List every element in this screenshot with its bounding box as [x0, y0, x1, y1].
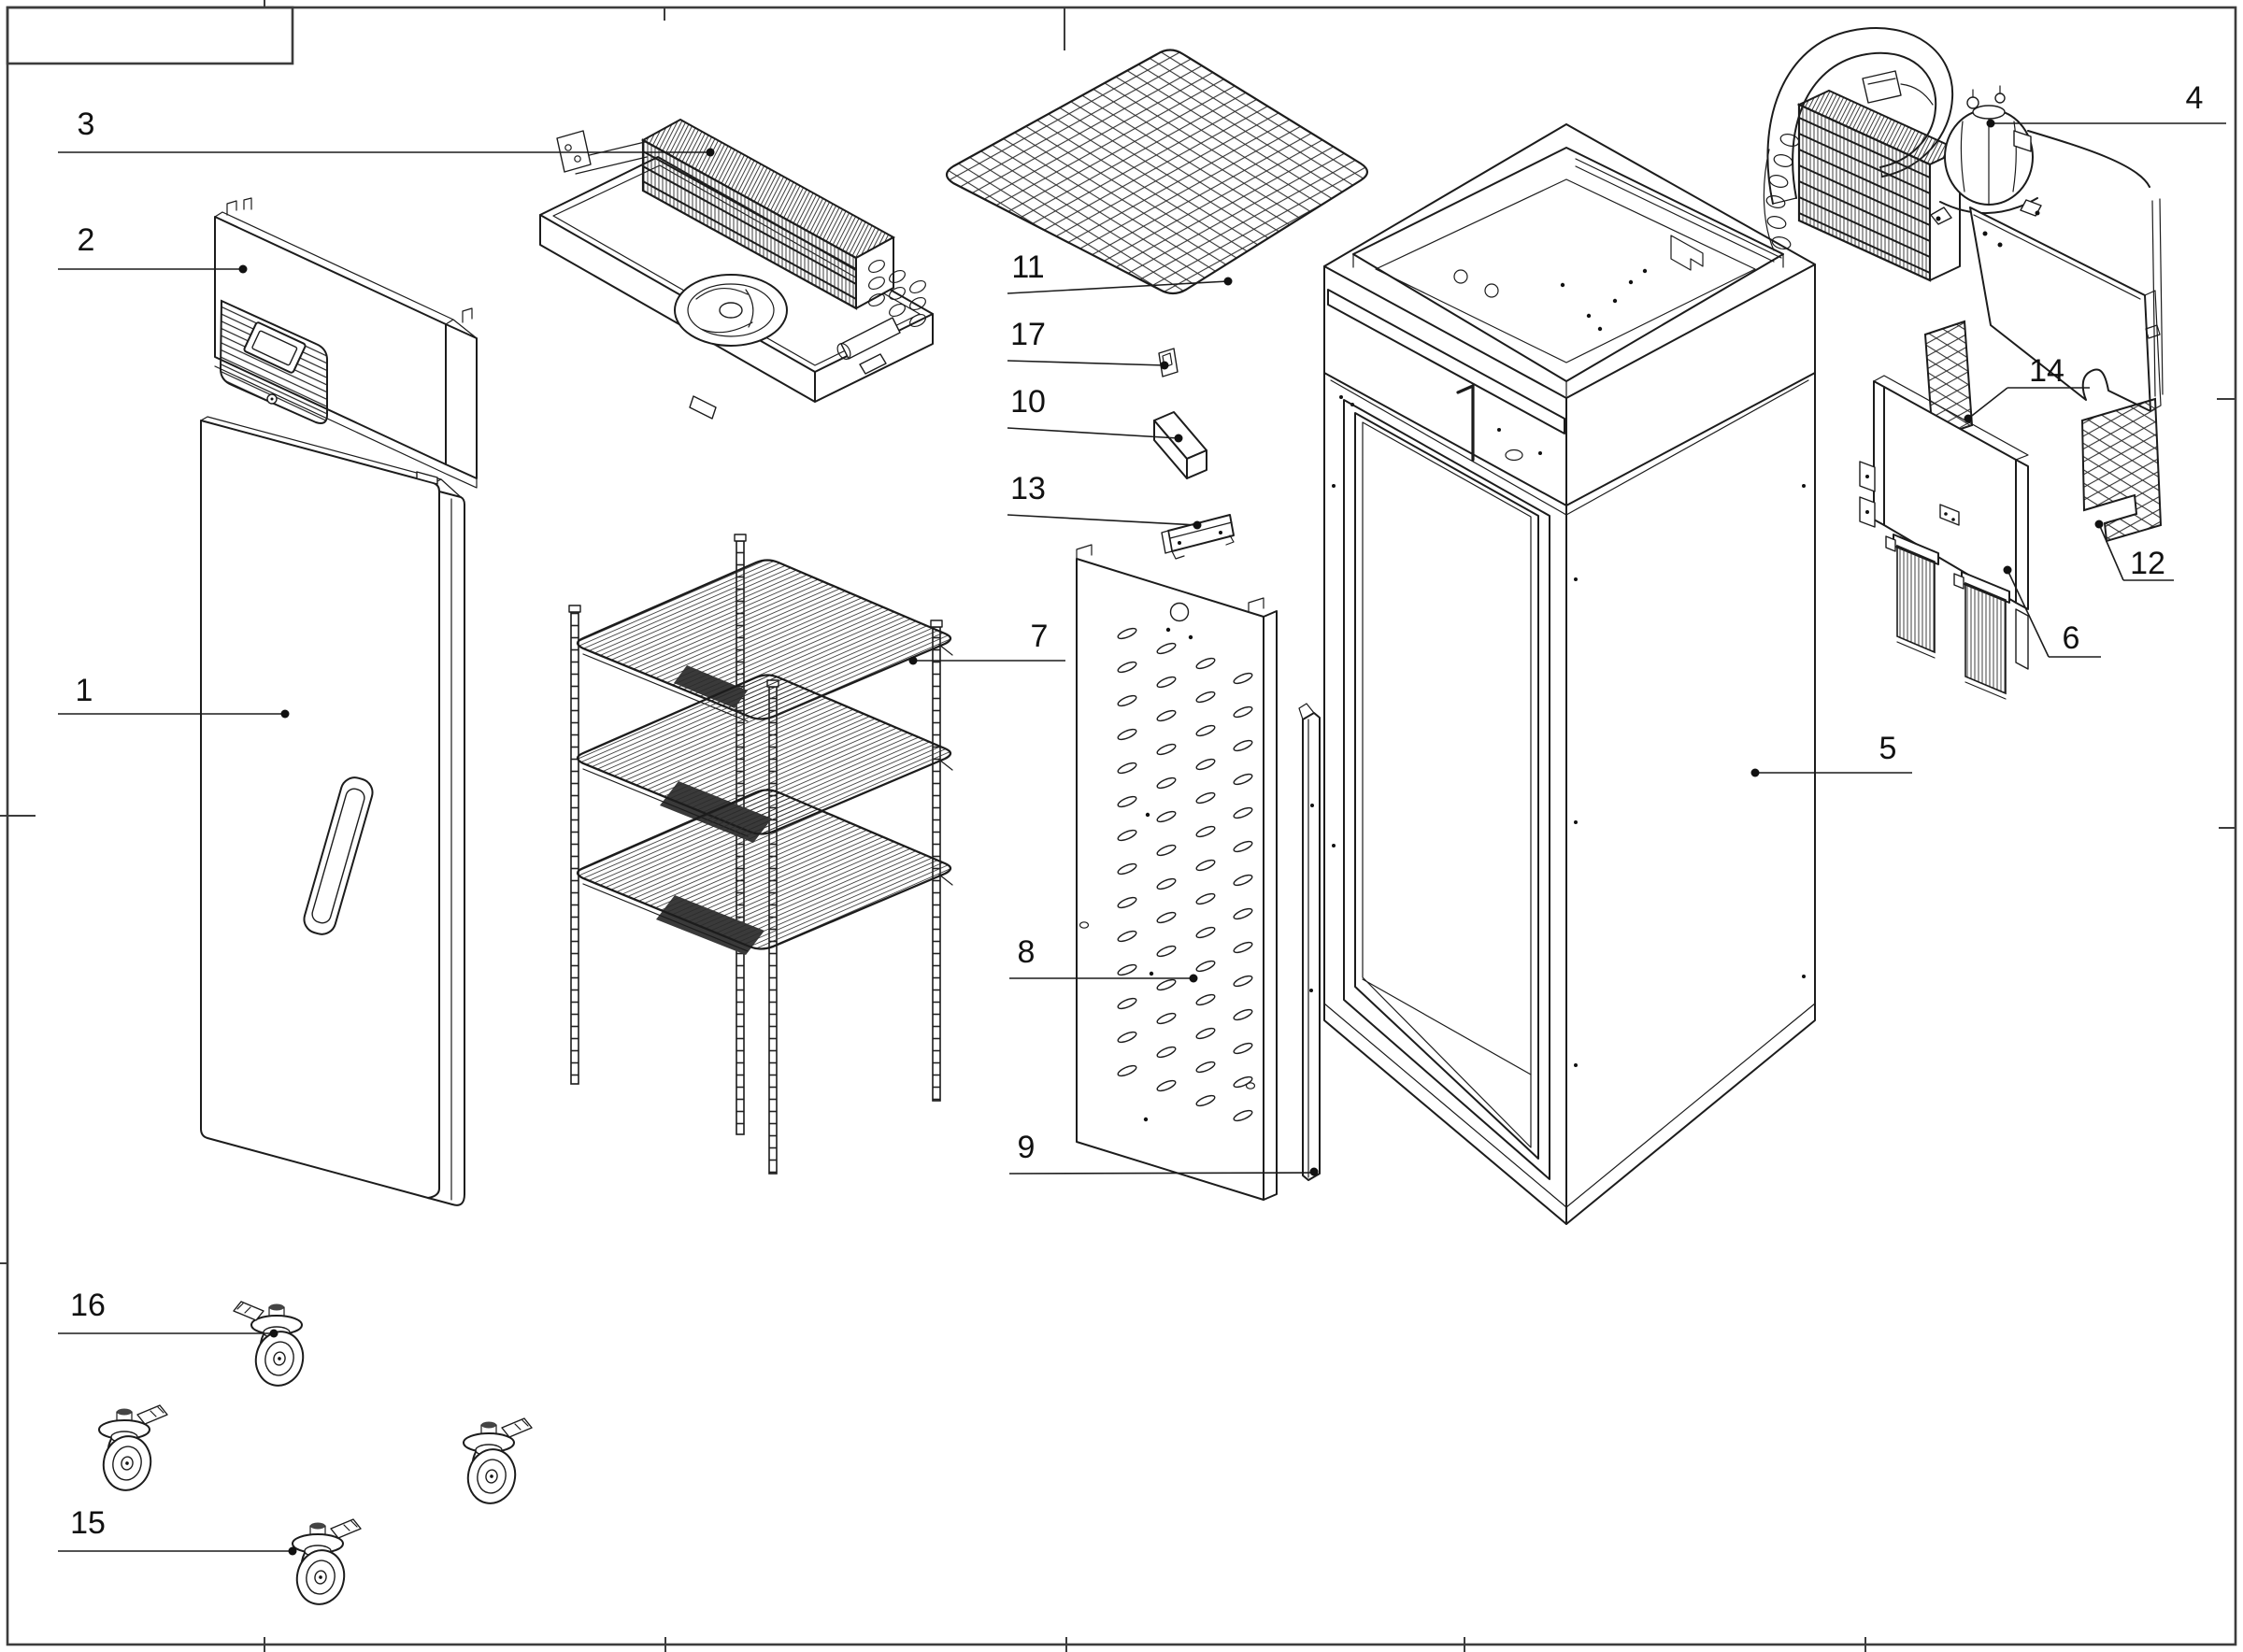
part-number-11: 11: [1011, 249, 1044, 285]
part-callout-10: 10: [1007, 384, 1183, 443]
part-number-9: 9: [1018, 1130, 1036, 1165]
part-5-cabinet: [1323, 123, 1816, 1225]
part-number-6: 6: [2063, 620, 2080, 656]
part-8-vented-back-panel: [1076, 544, 1278, 1201]
leader-dot-5: [1750, 768, 1760, 777]
part-number-3: 3: [78, 107, 95, 142]
part-callout-11: 11: [1007, 249, 1233, 294]
part-callout-1: 1: [58, 673, 290, 719]
part-callout-14: 14: [1964, 353, 2090, 423]
part-6-evaporator-assembly: [1859, 375, 2029, 700]
leader-dot-17: [1160, 361, 1169, 370]
part-number-8: 8: [1018, 934, 1036, 970]
part-number-13: 13: [1010, 471, 1046, 506]
leader-dot-2: [238, 264, 248, 274]
wire-shelves: [576, 559, 952, 952]
part-15-caster: [291, 1518, 362, 1610]
leader-dot-12: [2094, 520, 2104, 529]
part-callout-2: 2: [58, 222, 248, 274]
part-7-shelf-unit: [568, 534, 953, 1175]
part-number-10: 10: [1010, 384, 1046, 420]
leader-dot-13: [1193, 520, 1202, 530]
leader-dot-6: [2003, 565, 2012, 575]
part-3-condensing-unit: [539, 118, 934, 420]
leader-dot-4: [1986, 119, 1995, 128]
leader-dot-10: [1174, 434, 1183, 443]
part-number-17: 17: [1010, 317, 1046, 352]
part-callout-9: 9: [1008, 1130, 1319, 1176]
title-block: [6, 6, 294, 65]
part-callout-3: 3: [58, 107, 715, 157]
part-1-door: [200, 416, 465, 1206]
leader-dot-11: [1223, 277, 1233, 286]
leader-line-6: [2007, 569, 2050, 658]
leader-dot-1: [280, 709, 290, 719]
part-number-1: 1: [76, 673, 93, 708]
part-number-12: 12: [2130, 546, 2165, 581]
part-callout-5: 5: [1750, 731, 1912, 777]
leader-dot-7: [908, 656, 918, 665]
part-12-side-mesh-panel: [2080, 397, 2163, 543]
part-13-bracket: [1161, 514, 1235, 560]
part-number-16: 16: [70, 1288, 106, 1323]
part-number-14: 14: [2029, 353, 2064, 389]
part-number-15: 15: [70, 1505, 106, 1541]
leader-dot-14: [1964, 414, 1973, 423]
part-callout-7: 7: [908, 619, 1065, 665]
part-number-2: 2: [78, 222, 95, 258]
part-callout-6: 6: [2003, 565, 2101, 658]
part-number-5: 5: [1879, 731, 1897, 766]
part-callout-12: 12: [2094, 520, 2174, 581]
caster-rear-right: [462, 1417, 533, 1509]
part-callout-16: 16: [58, 1288, 279, 1338]
part-17-clip: [1158, 348, 1179, 377]
leader-dot-15: [288, 1546, 297, 1556]
leader-dot-16: [269, 1329, 279, 1338]
part-9-trim-strip: [1298, 703, 1321, 1181]
leader-line-13: [1007, 514, 1198, 526]
part-4-compressor-assembly: [1763, 27, 2164, 412]
leader-line-10: [1007, 427, 1179, 439]
part-14-mesh-strip: [1923, 320, 1974, 440]
part-callout-13: 13: [1007, 471, 1202, 530]
part-callout-17: 17: [1007, 317, 1169, 370]
part-16-caster: [233, 1301, 309, 1391]
part-number-4: 4: [2186, 80, 2204, 116]
leader-line-9: [1008, 1172, 1315, 1175]
leader-line-14: [1967, 387, 2008, 420]
caster-rear-left: [97, 1404, 168, 1496]
leader-line-17: [1007, 360, 1165, 366]
part-number-7: 7: [1031, 619, 1049, 654]
part-10-spacer-block: [1153, 411, 1207, 479]
leader-line-11: [1007, 280, 1229, 294]
leader-dot-3: [706, 148, 715, 157]
part-callout-4: 4: [1986, 80, 2226, 128]
leader-dot-8: [1189, 974, 1198, 983]
part-callout-8: 8: [1009, 934, 1198, 983]
part-callout-15: 15: [58, 1505, 297, 1556]
leader-line-12: [2098, 523, 2124, 581]
part-2-control-panel: [214, 197, 478, 489]
leader-dot-9: [1309, 1167, 1319, 1176]
part-11-top-mesh-panel: [945, 49, 1369, 295]
